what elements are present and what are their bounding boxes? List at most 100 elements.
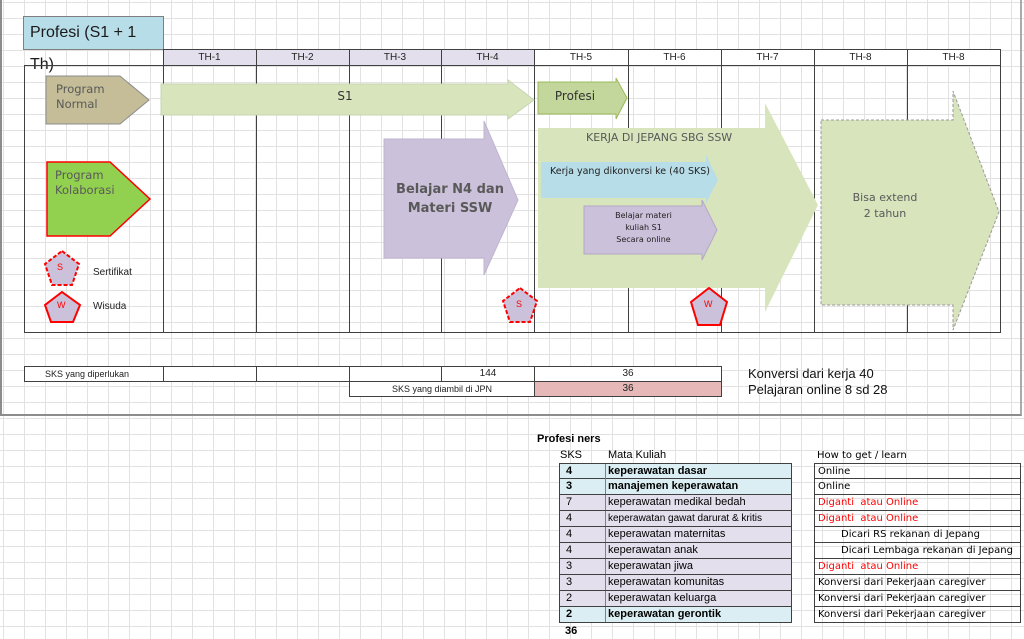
sks-value: 2 bbox=[560, 591, 606, 606]
sertifikat-label: Sertifikat bbox=[93, 267, 132, 278]
how-to-get-cell: Dicari RS rekanan di Jepang bbox=[814, 527, 1021, 543]
column-divider bbox=[163, 49, 164, 333]
course-name: keperawatan gerontik bbox=[608, 608, 722, 620]
how-to-get-cell: Online bbox=[814, 479, 1021, 495]
course-name: keperawatan medikal bedah bbox=[608, 496, 746, 508]
profesi-arrow bbox=[537, 77, 628, 120]
sks-required-label: SKS yang diperlukan bbox=[24, 366, 164, 382]
sks-cell bbox=[256, 366, 350, 382]
col-how-header: How to get / learn bbox=[817, 450, 907, 461]
how-to-get-cell: Diganti atau Online bbox=[814, 511, 1021, 527]
kerja-konversi-arrow bbox=[541, 155, 718, 203]
sks-value: 4 bbox=[560, 511, 606, 526]
s1-arrow bbox=[160, 78, 535, 120]
sks-required-th5: 36 bbox=[534, 366, 722, 382]
how-to-get-cell: Diganti atau Online bbox=[814, 559, 1021, 575]
diagram-frame bbox=[0, 0, 1022, 416]
course-name: keperawatan jiwa bbox=[608, 560, 693, 572]
total-sks: 36 bbox=[565, 625, 578, 637]
kerja-konversi-label: Kerja yang dikonversi ke (40 SKS) bbox=[550, 166, 710, 177]
column-divider bbox=[534, 49, 535, 333]
wisuda-legend-icon bbox=[43, 290, 82, 323]
label-line: Kolaborasi bbox=[55, 183, 115, 197]
sks-value: 3 bbox=[560, 559, 606, 574]
sks-value: 3 bbox=[560, 575, 606, 590]
label-line: 2 tahun bbox=[863, 207, 907, 220]
belajar-n4-arrow bbox=[383, 120, 519, 276]
profesi-label: Profesi bbox=[554, 89, 596, 103]
sertifikat-legend-icon bbox=[43, 249, 81, 286]
column-divider bbox=[349, 49, 350, 333]
course-name: keperawatan gawat darurat & kritis bbox=[608, 513, 762, 524]
sks-value: 7 bbox=[560, 495, 606, 510]
wisuda-marker-icon bbox=[689, 286, 729, 326]
sks-value: 4 bbox=[560, 527, 606, 542]
course-name: keperawatan anak bbox=[608, 544, 698, 556]
note-online: Pelajaran online 8 sd 28 bbox=[748, 382, 888, 397]
sks-value: 3 bbox=[560, 479, 606, 494]
label-line: Bisa extend bbox=[852, 191, 918, 204]
sertifikat-symbol: S bbox=[57, 262, 64, 272]
how-to-get-cell: Konversi dari Pekerjaan caregiver bbox=[814, 591, 1021, 607]
label-line: Normal bbox=[56, 97, 98, 111]
page-title: Profesi (S1 + 1 Th) bbox=[23, 16, 164, 73]
label-line: Belajar materi bbox=[615, 211, 672, 220]
sks-value: 4 bbox=[560, 464, 606, 479]
label-line: kuliah S1 bbox=[625, 223, 662, 232]
sks-value: 4 bbox=[560, 543, 606, 558]
s1-label: S1 bbox=[337, 89, 353, 103]
sertifikat-marker-label: S bbox=[516, 299, 523, 309]
program-normal-shape bbox=[45, 75, 150, 125]
how-to-get-cell: Dicari Lembaga rekanan di Jepang bbox=[814, 543, 1021, 559]
sks-required-th4: 144 bbox=[441, 366, 535, 382]
how-to-get-cell: Konversi dari Pekerjaan caregiver bbox=[814, 575, 1021, 591]
belajar-online-arrow bbox=[583, 199, 718, 261]
how-to-get-cell: Online bbox=[814, 463, 1021, 479]
col-sks-header: SKS bbox=[560, 449, 583, 461]
kerja-label: KERJA DI JEPANG SBG SSW bbox=[586, 131, 733, 144]
course-name: keperawatan keluarga bbox=[608, 592, 717, 604]
wisuda-label: Wisuda bbox=[93, 301, 127, 312]
label-line: Program bbox=[55, 168, 104, 182]
column-divider bbox=[1000, 49, 1001, 333]
wisuda-symbol: W bbox=[57, 300, 66, 310]
extend-arrow bbox=[820, 90, 1000, 331]
sks-jpn-value: 36 bbox=[534, 381, 722, 397]
label-line: Belajar N4 dan bbox=[396, 182, 504, 197]
wisuda-marker-label: W bbox=[704, 299, 713, 309]
label-line: Materi SSW bbox=[407, 201, 493, 216]
course-name: keperawatan maternitas bbox=[608, 528, 726, 540]
table-title: Profesi ners bbox=[537, 433, 601, 445]
belajar-online-label: Belajar materi kuliah S1 Secara online bbox=[586, 210, 701, 246]
course-name: keperawatan dasar bbox=[608, 465, 708, 477]
sks-jpn-label: SKS yang diambil di JPN bbox=[349, 381, 535, 397]
sks-value: 2 bbox=[560, 607, 606, 622]
sks-cell bbox=[163, 366, 257, 382]
how-to-get-cell: Diganti atau Online bbox=[814, 495, 1021, 511]
extend-label: Bisa extend 2 tahun bbox=[830, 190, 940, 222]
label-line: Secara online bbox=[616, 235, 671, 244]
col-mk-header: Mata Kuliah bbox=[608, 449, 667, 461]
how-to-get-cell: Konversi dari Pekerjaan caregiver bbox=[814, 607, 1021, 623]
column-divider bbox=[814, 49, 815, 333]
sertifikat-marker-icon bbox=[501, 286, 539, 323]
column-divider bbox=[256, 49, 257, 333]
sks-cell bbox=[349, 366, 442, 382]
program-kolaborasi-shape bbox=[46, 161, 152, 237]
label-line: Program bbox=[56, 82, 105, 96]
note-konversi: Konversi dari kerja 40 bbox=[748, 366, 874, 381]
course-name: keperawatan komunitas bbox=[608, 576, 725, 588]
